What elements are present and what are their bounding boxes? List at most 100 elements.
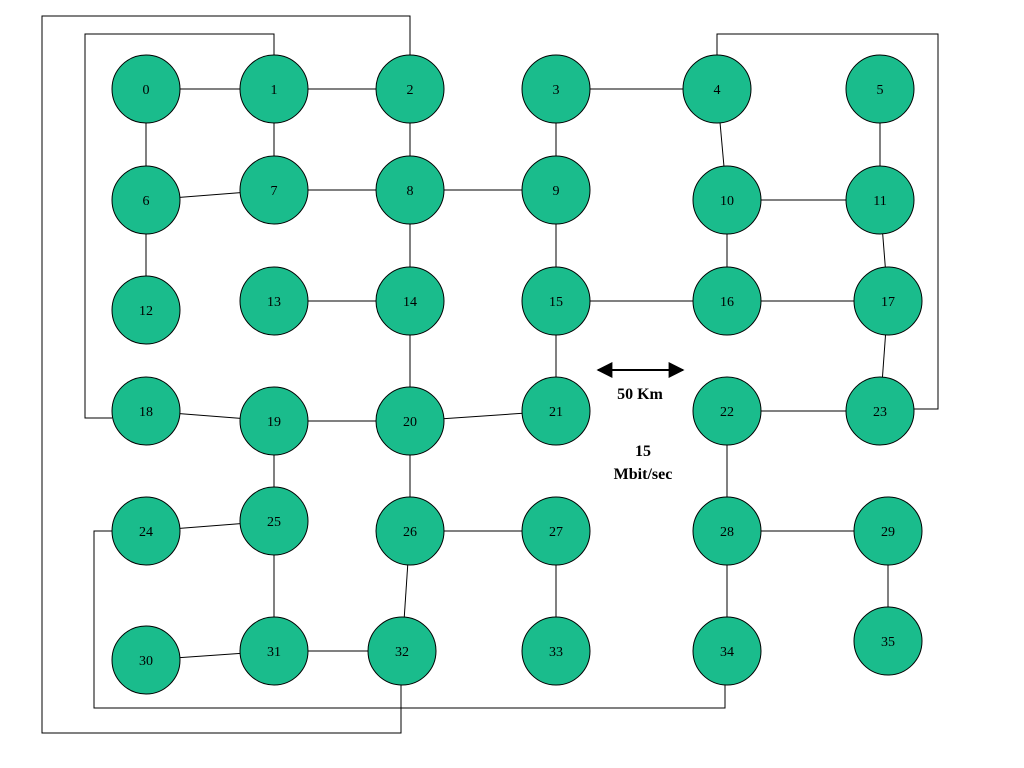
node-circle bbox=[845, 376, 915, 446]
node-label: 21 bbox=[549, 405, 563, 420]
node-16: 16 bbox=[692, 266, 762, 336]
node-circle bbox=[239, 54, 309, 124]
node-label: 3 bbox=[553, 83, 560, 98]
node-label: 13 bbox=[267, 295, 281, 310]
links-layer bbox=[41, 15, 939, 734]
node-34: 34 bbox=[692, 616, 762, 686]
node-6: 6 bbox=[111, 165, 181, 235]
node-31: 31 bbox=[239, 616, 309, 686]
node-label: 8 bbox=[407, 184, 414, 199]
node-10: 10 bbox=[692, 165, 762, 235]
node-circle bbox=[111, 376, 181, 446]
bandwidth-label-line2: Mbit/sec bbox=[614, 466, 673, 483]
node-label: 33 bbox=[549, 645, 563, 660]
node-label: 1 bbox=[271, 83, 278, 98]
node-circle bbox=[845, 165, 915, 235]
node-15: 15 bbox=[521, 266, 591, 336]
node-circle bbox=[375, 386, 445, 456]
node-3: 3 bbox=[521, 54, 591, 124]
node-circle bbox=[692, 266, 762, 336]
bandwidth-label-line1: 15 bbox=[635, 443, 651, 460]
node-9: 9 bbox=[521, 155, 591, 225]
node-circle bbox=[521, 266, 591, 336]
node-circle bbox=[111, 54, 181, 124]
node-13: 13 bbox=[239, 266, 309, 336]
node-label: 9 bbox=[553, 184, 560, 199]
node-circle bbox=[111, 275, 181, 345]
node-circle bbox=[521, 376, 591, 446]
node-circle bbox=[682, 54, 752, 124]
link-4-23 bbox=[716, 33, 939, 410]
node-label: 26 bbox=[403, 525, 417, 540]
node-19: 19 bbox=[239, 386, 309, 456]
node-circle bbox=[239, 386, 309, 456]
node-17: 17 bbox=[853, 266, 923, 336]
node-circle bbox=[692, 616, 762, 686]
node-label: 29 bbox=[881, 525, 895, 540]
node-circle bbox=[375, 496, 445, 566]
node-5: 5 bbox=[845, 54, 915, 124]
node-label: 0 bbox=[143, 83, 150, 98]
node-label: 22 bbox=[720, 405, 734, 420]
node-label: 16 bbox=[720, 295, 734, 310]
node-8: 8 bbox=[375, 155, 445, 225]
node-label: 27 bbox=[549, 525, 563, 540]
node-circle bbox=[111, 625, 181, 695]
node-24: 24 bbox=[111, 496, 181, 566]
node-circle bbox=[521, 155, 591, 225]
node-label: 24 bbox=[139, 525, 153, 540]
node-circle bbox=[111, 496, 181, 566]
node-label: 12 bbox=[139, 304, 153, 319]
node-circle bbox=[853, 496, 923, 566]
node-label: 35 bbox=[881, 635, 895, 650]
node-label: 6 bbox=[143, 194, 150, 209]
node-2: 2 bbox=[375, 54, 445, 124]
node-25: 25 bbox=[239, 486, 309, 556]
node-11: 11 bbox=[845, 165, 915, 235]
distance-label: 50 Km bbox=[617, 386, 663, 403]
link-24-34 bbox=[93, 530, 726, 709]
link-1-18 bbox=[84, 33, 275, 419]
node-30: 30 bbox=[111, 625, 181, 695]
node-label: 30 bbox=[139, 654, 153, 669]
node-circle bbox=[692, 165, 762, 235]
node-label: 31 bbox=[267, 645, 281, 660]
node-label: 4 bbox=[714, 83, 721, 98]
node-label: 28 bbox=[720, 525, 734, 540]
node-32: 32 bbox=[367, 616, 437, 686]
node-label: 20 bbox=[403, 415, 417, 430]
node-23: 23 bbox=[845, 376, 915, 446]
node-label: 17 bbox=[881, 295, 895, 310]
node-label: 23 bbox=[873, 405, 887, 420]
node-label: 32 bbox=[395, 645, 409, 660]
node-18: 18 bbox=[111, 376, 181, 446]
node-label: 14 bbox=[403, 295, 417, 310]
scale-legend: 50 Km 15 Mbit/sec bbox=[596, 362, 685, 483]
node-35: 35 bbox=[853, 606, 923, 676]
node-20: 20 bbox=[375, 386, 445, 456]
node-circle bbox=[853, 606, 923, 676]
node-circle bbox=[521, 496, 591, 566]
node-4: 4 bbox=[682, 54, 752, 124]
node-label: 2 bbox=[407, 83, 414, 98]
node-circle bbox=[239, 155, 309, 225]
node-label: 15 bbox=[549, 295, 563, 310]
node-circle bbox=[375, 54, 445, 124]
node-circle bbox=[521, 616, 591, 686]
node-circle bbox=[375, 266, 445, 336]
node-circle bbox=[239, 486, 309, 556]
node-1: 1 bbox=[239, 54, 309, 124]
node-label: 5 bbox=[877, 83, 884, 98]
node-28: 28 bbox=[692, 496, 762, 566]
node-label: 10 bbox=[720, 194, 734, 209]
node-circle bbox=[845, 54, 915, 124]
node-circle bbox=[853, 266, 923, 336]
link-2-32 bbox=[41, 15, 411, 734]
node-circle bbox=[692, 496, 762, 566]
node-label: 34 bbox=[720, 645, 734, 660]
node-circle bbox=[239, 266, 309, 336]
node-14: 14 bbox=[375, 266, 445, 336]
node-7: 7 bbox=[239, 155, 309, 225]
node-label: 25 bbox=[267, 515, 281, 530]
node-21: 21 bbox=[521, 376, 591, 446]
